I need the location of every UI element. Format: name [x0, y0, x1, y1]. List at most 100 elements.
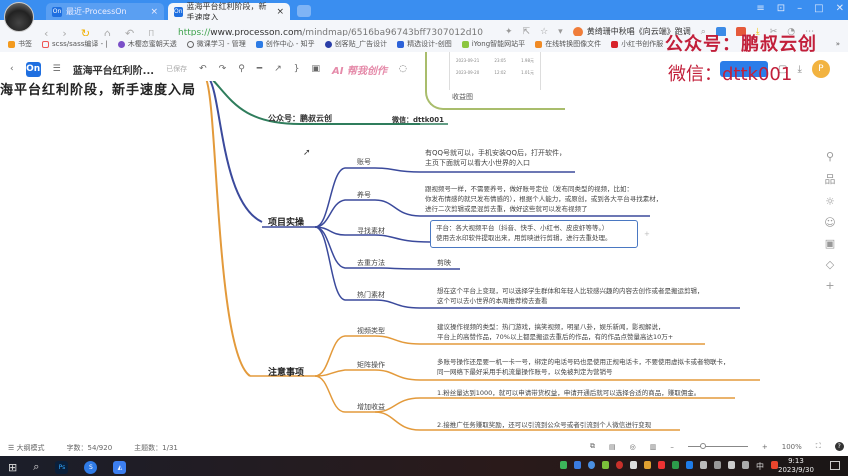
node-dedupe-method[interactable]: 去重方法: [357, 259, 385, 267]
map-icon[interactable]: ▥: [649, 442, 657, 451]
photos-app-icon[interactable]: ◭: [113, 460, 127, 474]
zoom-out-button[interactable]: –: [670, 442, 674, 451]
node-matrix-ops-detail[interactable]: 多账号操作还是要一机一卡一号，绑定的电话号码也是使用正规电话卡，不要使用虚拟卡或…: [437, 358, 730, 376]
bookmark-item[interactable]: 创客贴_广告设计: [324, 39, 387, 49]
tray-icon[interactable]: [616, 461, 623, 469]
node-project-practice[interactable]: 项目实操: [268, 218, 305, 228]
back-icon[interactable]: ‹: [44, 27, 49, 40]
emoji-icon[interactable]: ☺: [824, 216, 836, 229]
home-icon[interactable]: ⌂: [104, 27, 112, 40]
node-video-type-detail[interactable]: 建议操作视频的类型：热门游戏，搞笑视频，明星八卦，娱乐新闻，影视解说， 平台上的…: [437, 323, 674, 341]
frame-icon[interactable]: ▣: [311, 64, 320, 74]
add-node-icon[interactable]: +: [644, 230, 650, 238]
dropdown-icon[interactable]: ▾: [558, 26, 563, 37]
wifi-icon[interactable]: [714, 461, 721, 469]
new-tab-button[interactable]: [297, 5, 311, 17]
tray-icon[interactable]: [672, 461, 679, 469]
node-find-material[interactable]: 寻找素材: [357, 227, 385, 235]
network-icon[interactable]: [742, 461, 749, 469]
extension-red-icon[interactable]: [735, 26, 746, 37]
node-hot-material-detail[interactable]: 想在这个平台上变现，可以选择学生群体和年轻人比较感兴趣的内容去创作或者是搬运剪辑…: [437, 287, 704, 305]
search-icon[interactable]: ⌕: [33, 460, 40, 473]
bookmark-item[interactable]: iYong智能网站平: [461, 39, 525, 49]
fullscreen-icon[interactable]: ⛶: [815, 442, 821, 450]
node-dedupe-detail[interactable]: 剪映: [437, 259, 451, 267]
processon-logo-icon[interactable]: On: [25, 61, 41, 77]
present-icon[interactable]: ▢: [778, 63, 788, 75]
bookmark-item[interactable]: 书签: [8, 39, 32, 49]
download-icon[interactable]: ⤓: [797, 63, 802, 75]
battery-icon[interactable]: [700, 461, 707, 469]
ai-create-button[interactable]: AI 帮我创作: [332, 65, 387, 77]
arrow-icon[interactable]: ↗: [274, 64, 282, 74]
node-account[interactable]: 账号: [357, 158, 371, 166]
locate-icon[interactable]: ◎: [629, 442, 636, 451]
node-matrix-ops[interactable]: 矩阵操作: [357, 361, 385, 369]
windows-start-icon[interactable]: ⊞: [8, 460, 18, 474]
forward-icon[interactable]: ›: [62, 27, 67, 40]
notification-icon[interactable]: [830, 461, 840, 470]
bookmark-item[interactable]: 创作中心 - 知乎: [255, 39, 315, 49]
summary-icon[interactable]: }: [293, 64, 300, 74]
reader-icon[interactable]: ▯: [148, 27, 155, 40]
node-nurture[interactable]: 养号: [357, 191, 371, 199]
minimize-button[interactable]: –: [797, 3, 803, 14]
more-icon[interactable]: ⋯: [805, 26, 815, 37]
format-painter-icon[interactable]: ⚲: [238, 64, 245, 74]
tray-icon[interactable]: [602, 461, 609, 469]
search-icon[interactable]: ⌕: [700, 26, 706, 37]
share-button[interactable]: [720, 61, 768, 77]
connector-icon[interactable]: ━: [256, 64, 263, 74]
tray-icon[interactable]: [560, 461, 567, 469]
node-nurture-detail[interactable]: 跟视频号一样，不需要养号，做好账号定位（发布同类型的视频，比如： 你发布情感的就…: [425, 185, 663, 213]
share-icon[interactable]: ⇱: [522, 26, 531, 37]
tab-mindmap[interactable]: On 蓝海平台红利阶段，新手速度入 ×: [168, 2, 290, 22]
bookmarks-more[interactable]: »: [835, 40, 840, 48]
tab-recent[interactable]: On 最近-ProcessOn ×: [46, 3, 164, 20]
url-field[interactable]: https://www.processon.com/mindmap/6516ba…: [178, 28, 483, 38]
star-icon[interactable]: ☆: [540, 26, 549, 37]
help-icon[interactable]: ?: [834, 442, 844, 451]
back-icon[interactable]: ‹: [10, 64, 14, 74]
user-avatar[interactable]: P: [811, 60, 830, 78]
selected-node-box[interactable]: [430, 220, 638, 248]
bluetooth-icon[interactable]: [686, 461, 693, 469]
zoom-level[interactable]: 100%: [781, 442, 802, 451]
ime-indicator[interactable]: 中: [756, 462, 764, 471]
close-window-button[interactable]: ✕: [835, 3, 844, 14]
extension-blue-icon[interactable]: [715, 26, 726, 37]
close-tab-icon[interactable]: ×: [276, 6, 284, 17]
style-icon[interactable]: ⚲: [825, 150, 835, 163]
redo-icon[interactable]: ↷: [218, 64, 227, 74]
extension-icon[interactable]: ✦: [505, 26, 513, 37]
history-icon[interactable]: ◔: [787, 26, 796, 37]
undo-icon[interactable]: ↶: [199, 64, 207, 74]
menu-icon[interactable]: ≡: [756, 3, 765, 14]
outline-mode-button[interactable]: ☰ 大纲模式: [8, 444, 45, 452]
zoom-in-button[interactable]: +: [761, 442, 768, 451]
tag-icon[interactable]: ◇: [825, 258, 835, 271]
ai-more-icon[interactable]: ◌: [398, 64, 407, 74]
zoom-slider[interactable]: [687, 443, 748, 449]
bookmark-item[interactable]: 在线转换图像文件: [535, 39, 601, 49]
tray-icon[interactable]: [574, 461, 581, 469]
volume-icon[interactable]: [728, 461, 735, 469]
document-title[interactable]: 蓝海平台红利阶...: [72, 65, 155, 77]
bookmark-item[interactable]: 小红书创作服: [611, 39, 663, 49]
image-icon[interactable]: ▣: [824, 237, 836, 250]
node-hot-material[interactable]: 热门素材: [357, 291, 385, 299]
photoshop-icon[interactable]: Ps: [55, 460, 69, 474]
skin-icon[interactable]: ⊡: [776, 3, 786, 14]
tray-icon[interactable]: [658, 461, 665, 469]
copy-icon[interactable]: ⧉: [590, 442, 595, 450]
undo-close-icon[interactable]: ↶: [125, 27, 135, 40]
theme-icon[interactable]: ☼: [825, 195, 835, 208]
menu-icon[interactable]: ☰: [52, 64, 61, 74]
browser-profile-avatar[interactable]: [4, 2, 34, 32]
bookmark-item[interactable]: 微课学习 - 管理: [186, 39, 246, 49]
node-video-type[interactable]: 视频类型: [357, 327, 385, 335]
mic-icon[interactable]: [630, 461, 637, 469]
download-icon[interactable]: ⤓: [755, 26, 760, 37]
sogou-icon[interactable]: S: [84, 460, 98, 474]
